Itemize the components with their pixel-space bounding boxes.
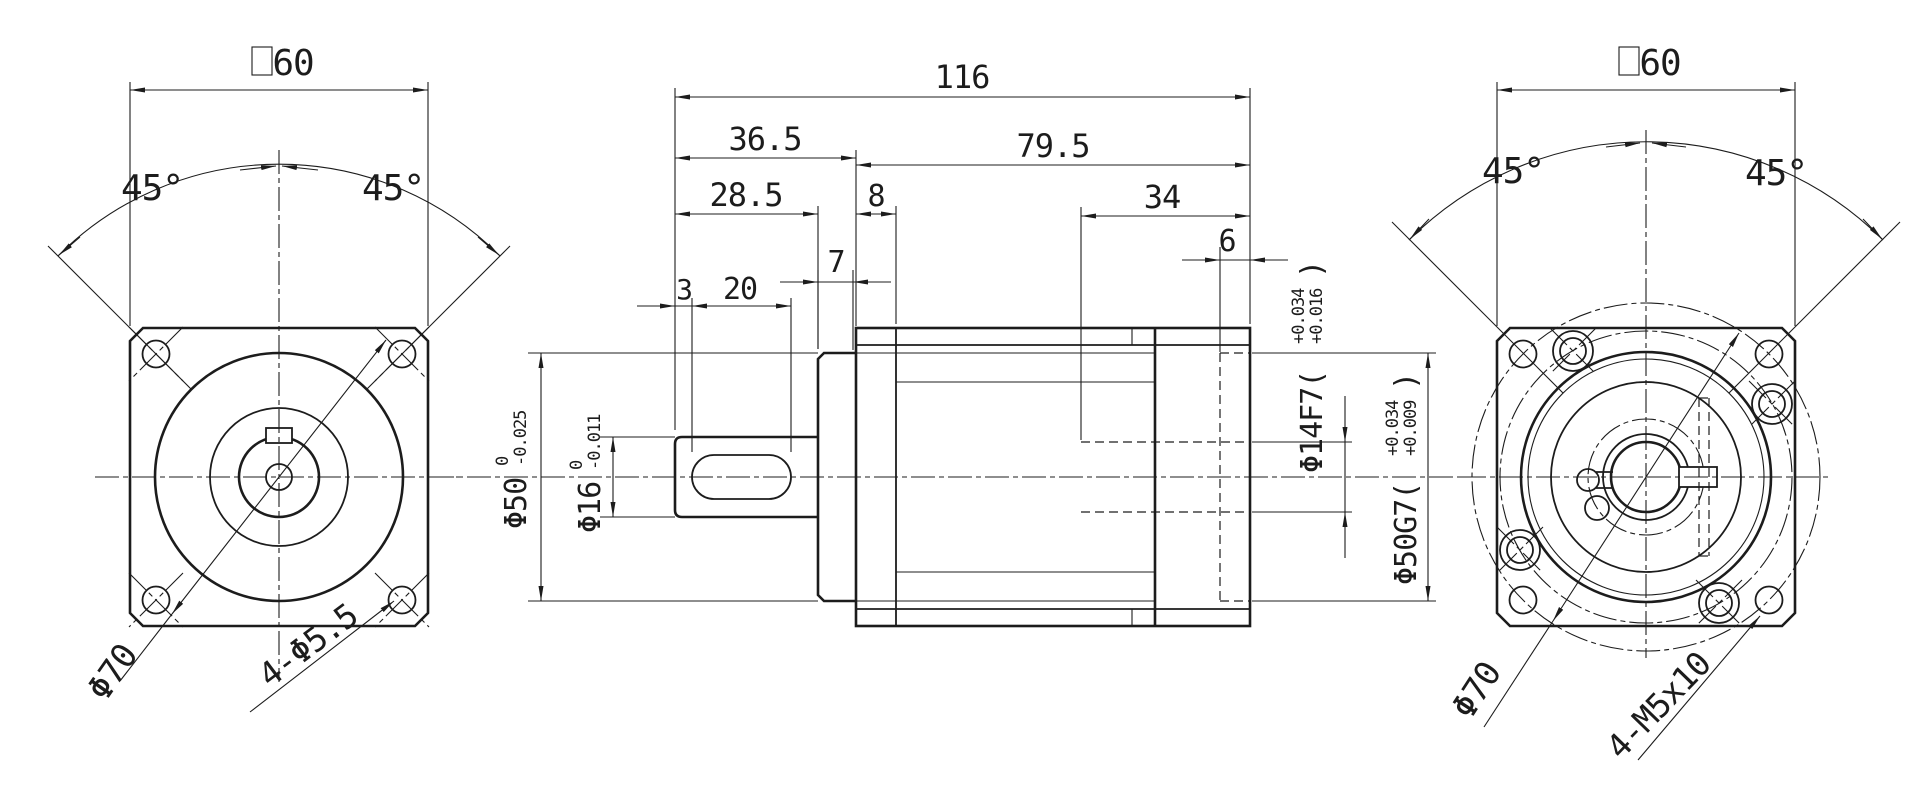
rear-angle-arrow <box>1605 142 1641 148</box>
svg-text:34: 34 <box>1144 178 1181 216</box>
svg-text:+0.009: +0.009 <box>1401 400 1421 456</box>
front-angle-right-label: 45° <box>362 168 424 209</box>
front-square-dim: 60 <box>129 43 429 326</box>
dim-28-5: 28.5 <box>675 176 819 349</box>
svg-text:-0.011: -0.011 <box>585 414 605 470</box>
svg-text:Φ16: Φ16 <box>573 482 608 533</box>
front-angle-arrow <box>239 165 277 171</box>
svg-text:36.5: 36.5 <box>728 120 801 158</box>
front-diagonal-left <box>47 245 192 390</box>
dim-shaft-dia: Φ16 0 -0.011 <box>567 414 675 533</box>
svg-text:79.5: 79.5 <box>1016 127 1089 165</box>
svg-text:7: 7 <box>827 245 844 280</box>
side-hidden-lines <box>1081 352 1250 602</box>
front-angle-arc <box>57 163 501 257</box>
svg-text:Φ50G7(: Φ50G7( <box>1389 483 1424 585</box>
side-view: 116 36.5 79.5 28.5 8 <box>430 58 1465 628</box>
rear-square-value: 60 <box>1639 43 1680 84</box>
front-square-value: 60 <box>272 43 313 84</box>
front-diagonal-right <box>366 245 511 390</box>
front-angle-arrow <box>58 236 81 256</box>
front-angle-arrow <box>477 236 500 256</box>
svg-text:116: 116 <box>935 58 990 96</box>
side-body-internal-lines <box>856 328 1250 626</box>
dim-36-5: 36.5 <box>675 120 857 326</box>
front-angle-left-label: 45° <box>121 168 183 209</box>
dim-34: 34 <box>1080 178 1250 440</box>
dim-rear-bore: Φ14F7( +0.034 +0.016 ) <box>1252 261 1352 558</box>
dim-7: 7 <box>780 245 891 350</box>
svg-text:20: 20 <box>723 272 757 307</box>
rear-view: 45° 45° 60 Φ70 4-M5x10 <box>1391 43 1901 766</box>
rear-angle-right-label: 45° <box>1745 153 1807 194</box>
svg-text:): ) <box>1389 373 1424 390</box>
svg-text:28.5: 28.5 <box>709 176 782 214</box>
svg-text:6: 6 <box>1218 224 1235 259</box>
dim-116: 116 <box>674 58 1251 430</box>
svg-text:): ) <box>1295 261 1330 278</box>
rear-corner-holes <box>1508 339 1784 615</box>
rear-angle-arrow <box>1409 218 1430 240</box>
svg-text:0: 0 <box>493 456 513 466</box>
svg-text:+0.016: +0.016 <box>1307 288 1327 344</box>
rear-diagonal-left <box>1391 221 1564 394</box>
svg-text:-0.025: -0.025 <box>511 411 531 466</box>
rear-square-dim: 60 <box>1496 43 1796 326</box>
rear-angle-arrow <box>1651 142 1687 148</box>
svg-text:+0.034: +0.034 <box>1289 288 1309 344</box>
square-symbol <box>1618 46 1640 76</box>
dim-rear-recess: Φ50G7( +0.034 +0.009 ) <box>1252 352 1436 602</box>
svg-text:Φ14F7(: Φ14F7( <box>1295 371 1330 473</box>
dim-pilot-dia: Φ50 0 -0.025 <box>493 352 818 602</box>
rear-flange-outline <box>1495 326 1797 628</box>
svg-text:Φ50: Φ50 <box>499 478 534 529</box>
dim-6: 6 <box>1182 224 1288 352</box>
dim-3-20: 3 20 <box>637 272 792 452</box>
svg-text:0: 0 <box>567 460 587 470</box>
rear-angle-arrow <box>1862 218 1883 240</box>
rear-diagonal-right <box>1728 221 1901 394</box>
svg-text:3: 3 <box>676 273 692 306</box>
dim-8: 8 <box>856 179 897 324</box>
square-symbol <box>251 46 273 76</box>
dim-79-5: 79.5 <box>856 127 1250 168</box>
svg-text:8: 8 <box>867 179 884 214</box>
svg-text:+0.034: +0.034 <box>1383 400 1403 456</box>
front-angle-arrow <box>281 165 319 171</box>
rear-angle-left-label: 45° <box>1482 151 1544 192</box>
rear-angle-arc <box>1408 141 1884 241</box>
front-flange-outline <box>128 326 430 628</box>
